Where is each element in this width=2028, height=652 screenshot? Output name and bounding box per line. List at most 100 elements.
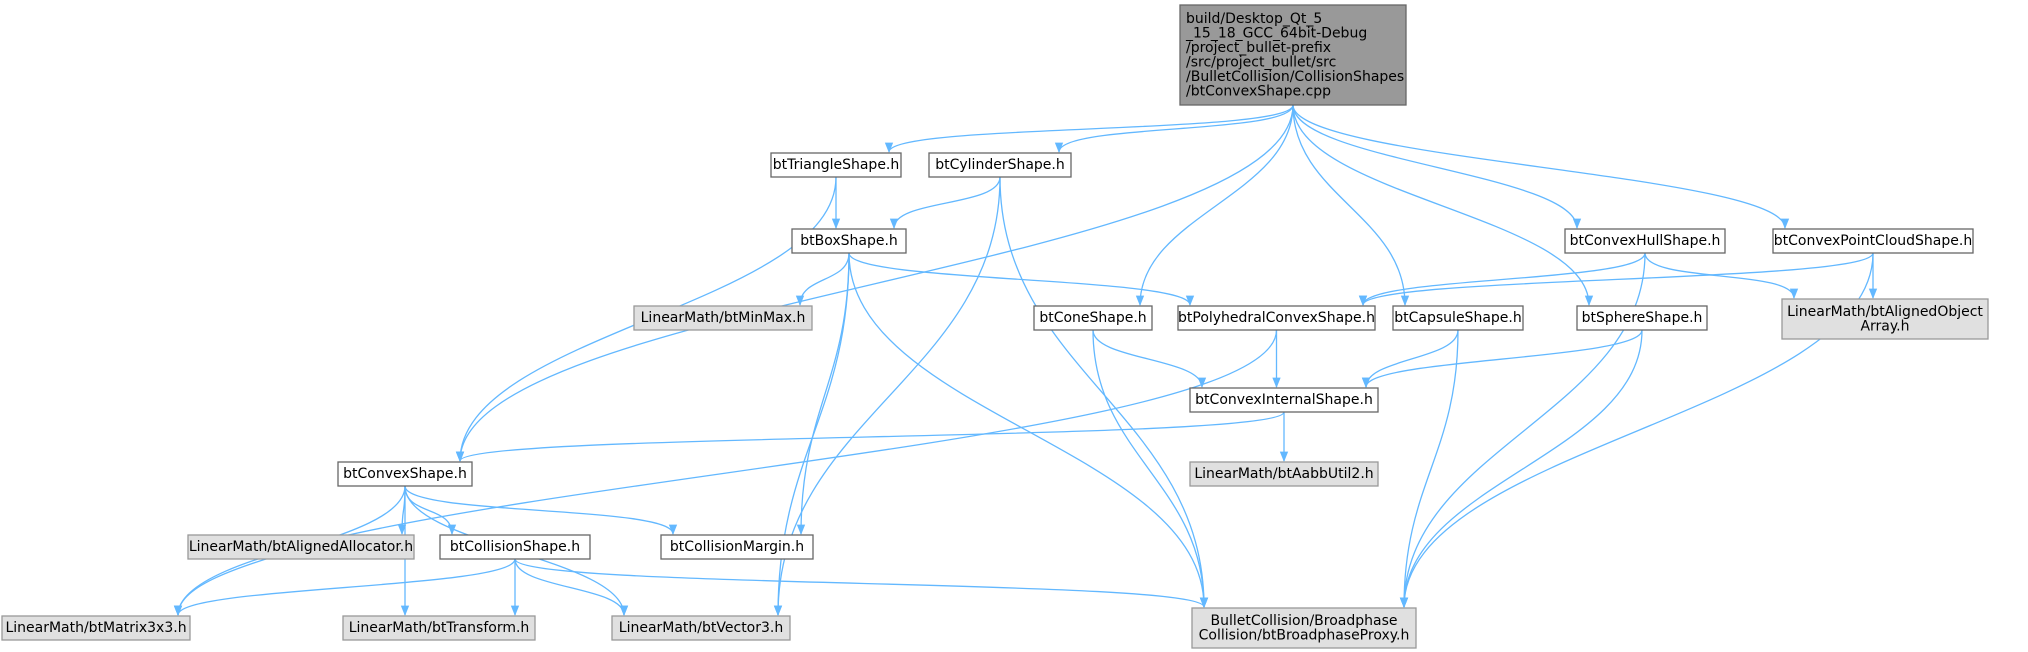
node-label: LinearMath/btMatrix3x3.h — [5, 620, 186, 636]
edge-box-to-polyhedral — [848, 252, 1195, 307]
edge-line — [884, 104, 1294, 154]
node-label: Array.h — [1860, 318, 1909, 334]
edge-line — [848, 252, 1195, 307]
edge-line — [1361, 329, 1643, 389]
node-transform[interactable]: LinearMath/btTransform.h — [342, 615, 536, 641]
edge-box-to-broadphase — [848, 252, 1209, 609]
node-box — [633, 305, 813, 331]
edge-root-to-triangle — [884, 104, 1294, 154]
edge-line — [848, 252, 1209, 609]
edge-convexhull-to-polyhedral — [1358, 252, 1646, 307]
edge-root-to-convex — [455, 104, 1294, 463]
edge-line — [1135, 104, 1294, 307]
node-pointcloud[interactable]: btConvexPointCloudShape.h — [1772, 228, 1974, 254]
node-capsule[interactable]: btCapsuleShape.h — [1392, 305, 1524, 331]
edge-line — [1644, 252, 1799, 300]
edge-capsule-to-internal — [1361, 329, 1459, 389]
node-box[interactable]: btBoxShape.h — [791, 228, 907, 254]
edge-cylinder-to-broadphase — [999, 176, 1209, 609]
node-box — [1179, 4, 1407, 106]
node-label: LinearMath/btVector3.h — [619, 620, 783, 636]
edge-line — [173, 558, 516, 617]
node-box — [439, 534, 591, 560]
edges-layer — [173, 104, 1878, 617]
node-box — [1576, 305, 1708, 331]
node-broadphase[interactable]: BulletCollision/BroadphaseCollision/btBr… — [1191, 607, 1417, 649]
edge-collision-to-vector — [514, 558, 629, 617]
edge-box-to-minmax — [795, 252, 850, 307]
edge-line — [1399, 329, 1643, 609]
edge-root-to-cylinder — [1054, 104, 1294, 154]
node-box — [1781, 298, 1989, 340]
node-box — [1191, 607, 1417, 649]
edge-collision-to-broadphase — [514, 558, 1208, 609]
node-polyhedral[interactable]: btPolyhedralConvexShape.h — [1177, 305, 1376, 331]
node-box — [337, 461, 473, 487]
edge-convex-to-margin — [404, 485, 678, 536]
node-convex[interactable]: btConvexShape.h — [337, 461, 473, 487]
edge-convexhull-to-alignedarray — [1644, 252, 1799, 300]
edge-sphere-to-broadphase — [1399, 329, 1643, 609]
node-label: btCapsuleShape.h — [1394, 310, 1521, 326]
edge-pointcloud-to-polyhedral — [1359, 252, 1874, 307]
edge-line — [1359, 252, 1874, 307]
edge-line — [404, 485, 678, 536]
node-cylinder[interactable]: btCylinderShape.h — [928, 152, 1072, 178]
edge-line — [795, 252, 850, 307]
edge-line — [1292, 104, 1410, 307]
edge-line — [1292, 104, 1790, 230]
edge-line — [1092, 329, 1209, 609]
node-triangle[interactable]: btTriangleShape.h — [770, 152, 902, 178]
edge-line — [1399, 329, 1459, 609]
node-box — [770, 152, 902, 178]
node-internal[interactable]: btConvexInternalShape.h — [1189, 387, 1379, 413]
node-label: btConvexPointCloudShape.h — [1774, 233, 1972, 249]
node-matrix[interactable]: LinearMath/btMatrix3x3.h — [1, 615, 191, 641]
node-convexhull[interactable]: btConvexHullShape.h — [1564, 228, 1726, 254]
edge-capsule-to-broadphase — [1399, 329, 1459, 609]
node-label: btCylinderShape.h — [935, 157, 1065, 173]
edge-line — [1358, 252, 1646, 307]
edge-line — [1054, 104, 1294, 154]
node-label: LinearMath/btMinMax.h — [641, 310, 806, 326]
node-vector[interactable]: LinearMath/btVector3.h — [611, 615, 791, 641]
edge-root-to-pointcloud — [1292, 104, 1790, 230]
node-label: btConvexShape.h — [343, 466, 467, 482]
node-sphere[interactable]: btSphereShape.h — [1576, 305, 1708, 331]
edge-cone-to-broadphase — [1092, 329, 1209, 609]
node-margin[interactable]: btCollisionMargin.h — [660, 534, 814, 560]
edge-polyhedral-to-matrix — [173, 329, 1278, 617]
node-label: btCollisionShape.h — [450, 539, 580, 555]
node-label: btConvexInternalShape.h — [1195, 392, 1373, 408]
edge-line — [1292, 104, 1582, 230]
node-label: btCollisionMargin.h — [670, 539, 804, 555]
node-allocator[interactable]: LinearMath/btAlignedAllocator.h — [187, 534, 415, 560]
edge-cylinder-to-box — [889, 176, 1001, 230]
node-box — [1564, 228, 1726, 254]
edge-line — [514, 558, 1208, 609]
node-aabb[interactable]: LinearMath/btAabbUtil2.h — [1189, 461, 1379, 487]
edge-line — [1292, 104, 1594, 307]
node-minmax[interactable]: LinearMath/btMinMax.h — [633, 305, 813, 331]
node-label: btSphereShape.h — [1582, 310, 1703, 326]
edge-line — [889, 176, 1001, 230]
node-box — [611, 615, 791, 641]
node-box — [791, 228, 907, 254]
edge-internal-to-convex — [456, 411, 1285, 463]
edge-line — [456, 411, 1285, 463]
node-box — [187, 534, 415, 560]
node-label: LinearMath/btAlignedAllocator.h — [189, 539, 413, 555]
edge-collision-to-matrix — [173, 558, 516, 617]
node-label: BulletCollision/Broadphase — [1210, 613, 1397, 629]
node-label: btTriangleShape.h — [773, 157, 900, 173]
node-label: LinearMath/btAabbUtil2.h — [1194, 466, 1373, 482]
node-label: btBoxShape.h — [800, 233, 898, 249]
nodes-layer: build/Desktop_Qt_5_15_18_GCC_64bit-Debug… — [1, 4, 1989, 649]
node-label: _15_18_GCC_64bit-Debug — [1185, 25, 1367, 41]
edge-root-to-convexhull — [1292, 104, 1582, 230]
edge-cone-to-internal — [1092, 329, 1207, 389]
node-collision[interactable]: btCollisionShape.h — [439, 534, 591, 560]
node-cone[interactable]: btConeShape.h — [1033, 305, 1153, 331]
